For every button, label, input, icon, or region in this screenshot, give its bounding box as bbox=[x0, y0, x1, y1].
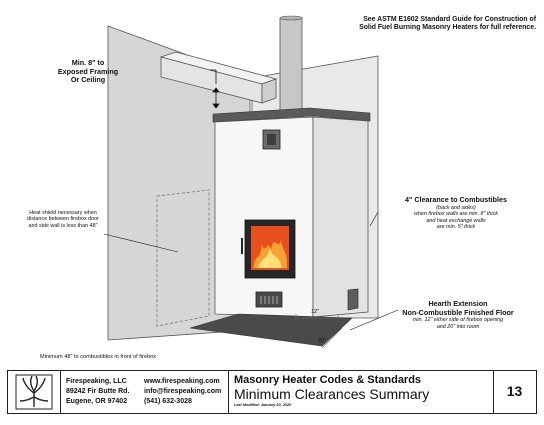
side-cleanout bbox=[347, 288, 359, 311]
framing-arrow bbox=[210, 69, 220, 109]
drawing-title-cell: Masonry Heater Codes & Standards Minimum… bbox=[228, 371, 494, 413]
fire-core bbox=[258, 248, 282, 268]
heat-shield-line1: Heat shield necessary when bbox=[29, 210, 97, 216]
company-address1: 89242 Fir Butte Rd. bbox=[66, 388, 130, 395]
company-address2: Eugene, OR 97402 bbox=[66, 398, 128, 405]
clearance-note: 4" Clearance to Combustibles (back and s… bbox=[376, 195, 536, 231]
title-block: Firespeaking, LLC 89242 Fir Butte Rd. Eu… bbox=[7, 370, 537, 414]
heat-shield-line3: and side wall is less than 48" bbox=[28, 222, 98, 229]
reference-note: See ASTM E1602 Standard Guide for Constr… bbox=[290, 16, 536, 33]
min-framing-note: Min. 8" to Exposed Framing Or Ceiling bbox=[28, 58, 148, 85]
heater-cap bbox=[212, 107, 371, 123]
drawing-subtitle: Minimum Clearances Summary bbox=[234, 386, 430, 402]
company-info: Firespeaking, LLC 89242 Fir Butte Rd. Eu… bbox=[60, 371, 229, 413]
upper-cleanout-inner bbox=[267, 134, 276, 145]
reference-note-line2: Solid Fuel Burning Masonry Heaters for f… bbox=[359, 24, 536, 32]
page-number-cell: 13 bbox=[493, 371, 536, 413]
heater-side bbox=[312, 116, 369, 318]
dim-front-label: 20" bbox=[318, 338, 327, 344]
company-website[interactable]: www.firespeaking.com bbox=[144, 378, 220, 385]
hearth-extension bbox=[189, 313, 353, 347]
leader-lines bbox=[103, 211, 399, 331]
ash-door-vents bbox=[260, 296, 278, 304]
company-phone: (541) 632-3028 bbox=[144, 398, 192, 405]
hearth-title2: Non-Combustible Finished Floor bbox=[402, 307, 514, 317]
hearth-sub2: and 20" into room bbox=[436, 323, 480, 330]
hearth-sub1: min. 12" either side of firebox opening bbox=[412, 317, 504, 324]
min-framing-line3: Or Ceiling bbox=[70, 75, 106, 85]
heat-shield-line2: distance between firebox door bbox=[27, 216, 99, 223]
heat-shield-note: Heat shield necessary when distance betw… bbox=[4, 210, 122, 229]
min-framing-line1: Min. 8" to bbox=[71, 58, 105, 67]
hearth-note: Hearth Extension Non-Combustible Finishe… bbox=[378, 299, 538, 330]
min-framing-line2: Exposed Framing bbox=[57, 66, 119, 76]
dim-side-label: 12" bbox=[311, 309, 320, 315]
ceiling-beam-end bbox=[261, 78, 277, 104]
chimney-top bbox=[279, 15, 303, 21]
company-name: Firespeaking, LLC bbox=[66, 378, 127, 385]
company-logo bbox=[8, 371, 61, 413]
drawing-title: Masonry Heater Codes & Standards bbox=[234, 374, 422, 386]
last-modified: Last Modified: January 20, 2020 bbox=[234, 403, 292, 407]
front-clearance-note: Minimum 48" to combustibles in front of … bbox=[40, 354, 157, 360]
clearance-sub3: and heat exchange walls bbox=[426, 217, 486, 224]
page-number: 13 bbox=[506, 383, 523, 399]
logo-icon bbox=[15, 374, 53, 410]
hearth-title1: Hearth Extension bbox=[428, 299, 488, 308]
clearance-sub4: are min. 5" thick bbox=[436, 224, 476, 231]
dimension-lines bbox=[295, 314, 343, 349]
company-email[interactable]: info@firespeaking.com bbox=[144, 388, 222, 395]
clearance-sub1: (back and sides) bbox=[436, 204, 476, 211]
clearance-title: 4" Clearance to Combustibles bbox=[404, 195, 508, 204]
clearance-sub2: when firebox walls are min. 8" thick bbox=[413, 211, 498, 218]
reference-note-line1: See ASTM E1602 Standard Guide for Constr… bbox=[363, 16, 536, 23]
